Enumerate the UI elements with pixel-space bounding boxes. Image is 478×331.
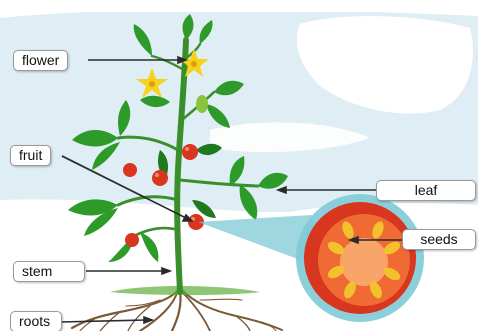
label-seeds: seeds bbox=[402, 229, 476, 250]
roots-illustration bbox=[72, 290, 282, 331]
ground bbox=[110, 286, 260, 295]
label-stem: stem bbox=[13, 261, 85, 282]
top-strip bbox=[0, 0, 478, 12]
magnifier-illustration bbox=[198, 194, 424, 322]
label-roots: roots bbox=[10, 311, 62, 331]
label-flower: flower bbox=[13, 50, 68, 71]
label-leaf: leaf bbox=[376, 180, 476, 201]
label-fruit: fruit bbox=[10, 145, 51, 166]
